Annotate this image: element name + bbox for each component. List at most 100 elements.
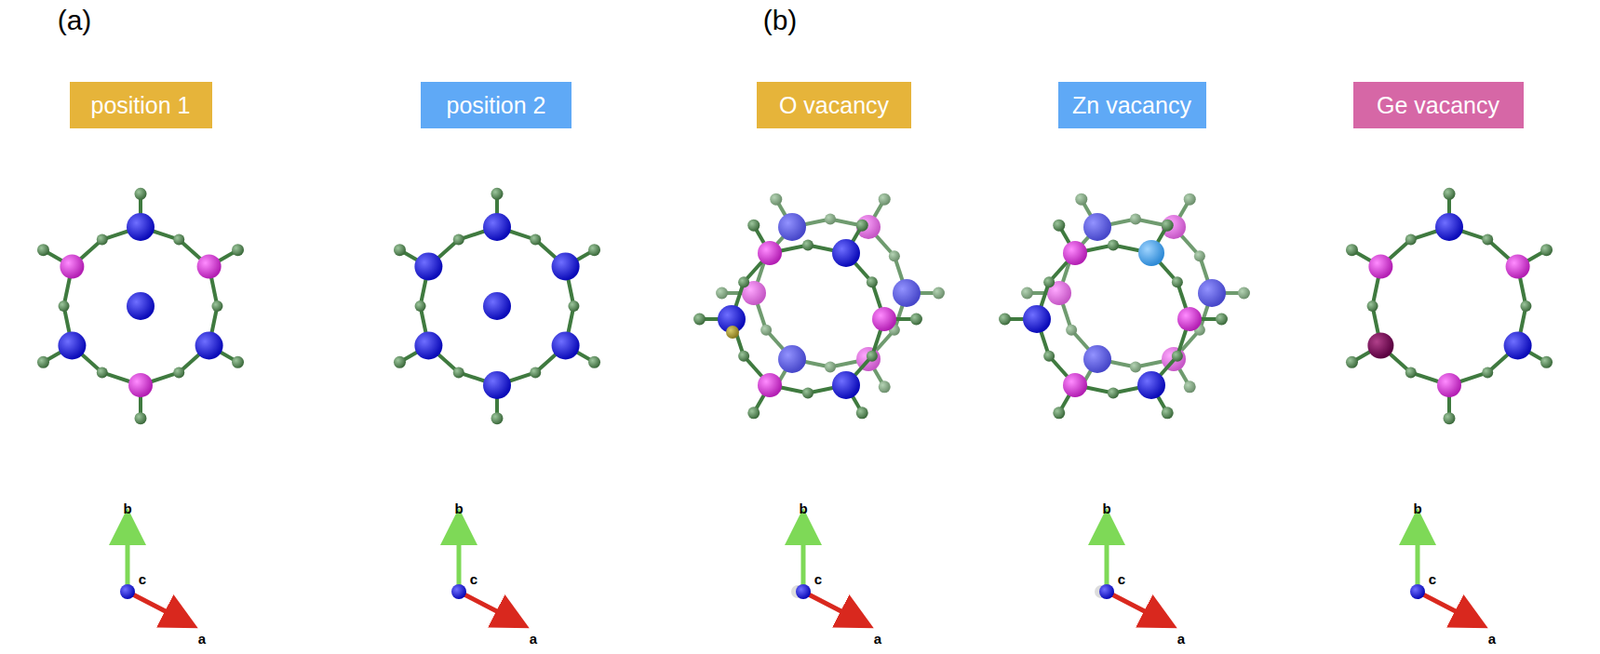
panel-label: (b) (763, 4, 798, 37)
metal-atom (1062, 241, 1088, 266)
oxygen-atom (747, 219, 760, 232)
oxygen-atom (932, 287, 945, 300)
oxygen-atom (1129, 362, 1142, 374)
oxygen-atom (738, 276, 750, 288)
metal-atom (872, 307, 897, 332)
oxygen-atom (824, 213, 836, 225)
zinc-atom (126, 292, 155, 321)
zinc-atom (483, 292, 511, 321)
oxygen-atom (173, 234, 185, 246)
metal-atom (757, 241, 782, 266)
metal-atom (551, 253, 580, 282)
oxygen-atom (1215, 313, 1228, 326)
oxygen-atom (760, 324, 772, 337)
oxygen-atom (134, 412, 148, 425)
label-text: position 2 (445, 92, 546, 119)
oxygen-atom (1107, 388, 1119, 400)
oxygen-atom (888, 250, 901, 262)
oxygen-atom (231, 356, 244, 369)
oxygen-atom (1237, 287, 1251, 300)
metal-atom (414, 332, 443, 361)
metal-atom (778, 213, 807, 242)
oxygen-atom (134, 188, 148, 201)
oxygen-atom (1481, 234, 1493, 246)
axis-label: b (1412, 500, 1422, 517)
oxygen-atom (715, 287, 728, 300)
oxygen-atom (1540, 356, 1553, 369)
metal-atom (1504, 332, 1533, 361)
oxygen-atom (1405, 234, 1417, 246)
b-axis-arrow (125, 526, 131, 592)
metal-atom (1437, 373, 1462, 398)
oxygen-atom (1345, 356, 1358, 369)
metal-atom (856, 215, 881, 240)
oxygen-atom (738, 350, 750, 363)
oxygen-atom (1052, 219, 1065, 232)
metal-atom (483, 371, 511, 400)
oxygen-atom (415, 300, 427, 312)
panel-label: (a) (57, 4, 93, 37)
oxygen-atom (211, 300, 223, 312)
oxygen-atom (173, 366, 185, 378)
metal-atom (1177, 307, 1202, 332)
c-axis-dot (1410, 584, 1426, 600)
c-axis-dot (795, 584, 811, 600)
metal-atom (757, 373, 782, 398)
label-text: Ge vacancy (1376, 92, 1500, 119)
metal-atom (128, 373, 153, 398)
c-axis-dot (451, 584, 467, 600)
axis-triad (451, 526, 513, 620)
oxygen-atom (1540, 243, 1553, 256)
oxygen-atom (1075, 193, 1088, 206)
oxygen-atom (1481, 366, 1493, 378)
oxygen-atom (491, 412, 504, 425)
oxygen-atom (1052, 406, 1065, 419)
o-vacancy-structure (693, 219, 923, 420)
metal-atom (414, 253, 443, 282)
metal-atom (483, 213, 511, 242)
oxygen-atom (693, 313, 706, 326)
metal-atom (1062, 373, 1088, 398)
b-axis-arrow (801, 526, 807, 592)
b-axis-arrow (457, 526, 462, 592)
axis-label: c (1428, 571, 1437, 588)
oxygen-atom (453, 234, 465, 246)
oxygen-atom (824, 362, 836, 374)
axis-label: a (873, 631, 882, 647)
oxygen-atom (1021, 287, 1034, 300)
oxygen-atom (1183, 380, 1197, 393)
metal-atom (1367, 333, 1394, 360)
metal-atom (195, 332, 224, 361)
label-text: O vacancy (779, 92, 889, 119)
oxygen-atom (96, 234, 108, 246)
c-axis-dot (120, 584, 135, 600)
metal-atom (1138, 240, 1165, 267)
metal-atom (1137, 371, 1166, 400)
oxygen-atom (998, 313, 1011, 326)
oxygen-atom (1107, 239, 1119, 251)
oxygen-atom (1171, 350, 1184, 363)
oxygen-atom (1129, 213, 1142, 225)
metal-atom (1435, 213, 1464, 242)
oxygen-atom (231, 243, 244, 256)
axis-label: a (1488, 631, 1496, 647)
a-axis-arrow (458, 591, 513, 620)
metal-atom (1022, 305, 1051, 334)
oxygen-atom (1183, 193, 1197, 206)
oxygen-atom (588, 356, 601, 369)
oxygen-atom (1161, 219, 1174, 232)
oxygen-atom (878, 193, 891, 206)
axis-label: b (1102, 500, 1111, 517)
label-box: Ge vacancy (1353, 81, 1524, 129)
oxygen-atom (453, 366, 465, 378)
zn-vacancy-structure (998, 219, 1228, 420)
a-axis-arrow (1106, 591, 1161, 620)
label-box: O vacancy (756, 81, 912, 129)
metal-atom (57, 332, 86, 361)
oxygen-atom (567, 300, 579, 312)
axis-label: a (1177, 631, 1185, 647)
oxygen-atom (802, 388, 814, 400)
metal-atom (832, 239, 861, 268)
oxygen-atom (866, 350, 878, 363)
oxygen-atom (393, 243, 406, 256)
